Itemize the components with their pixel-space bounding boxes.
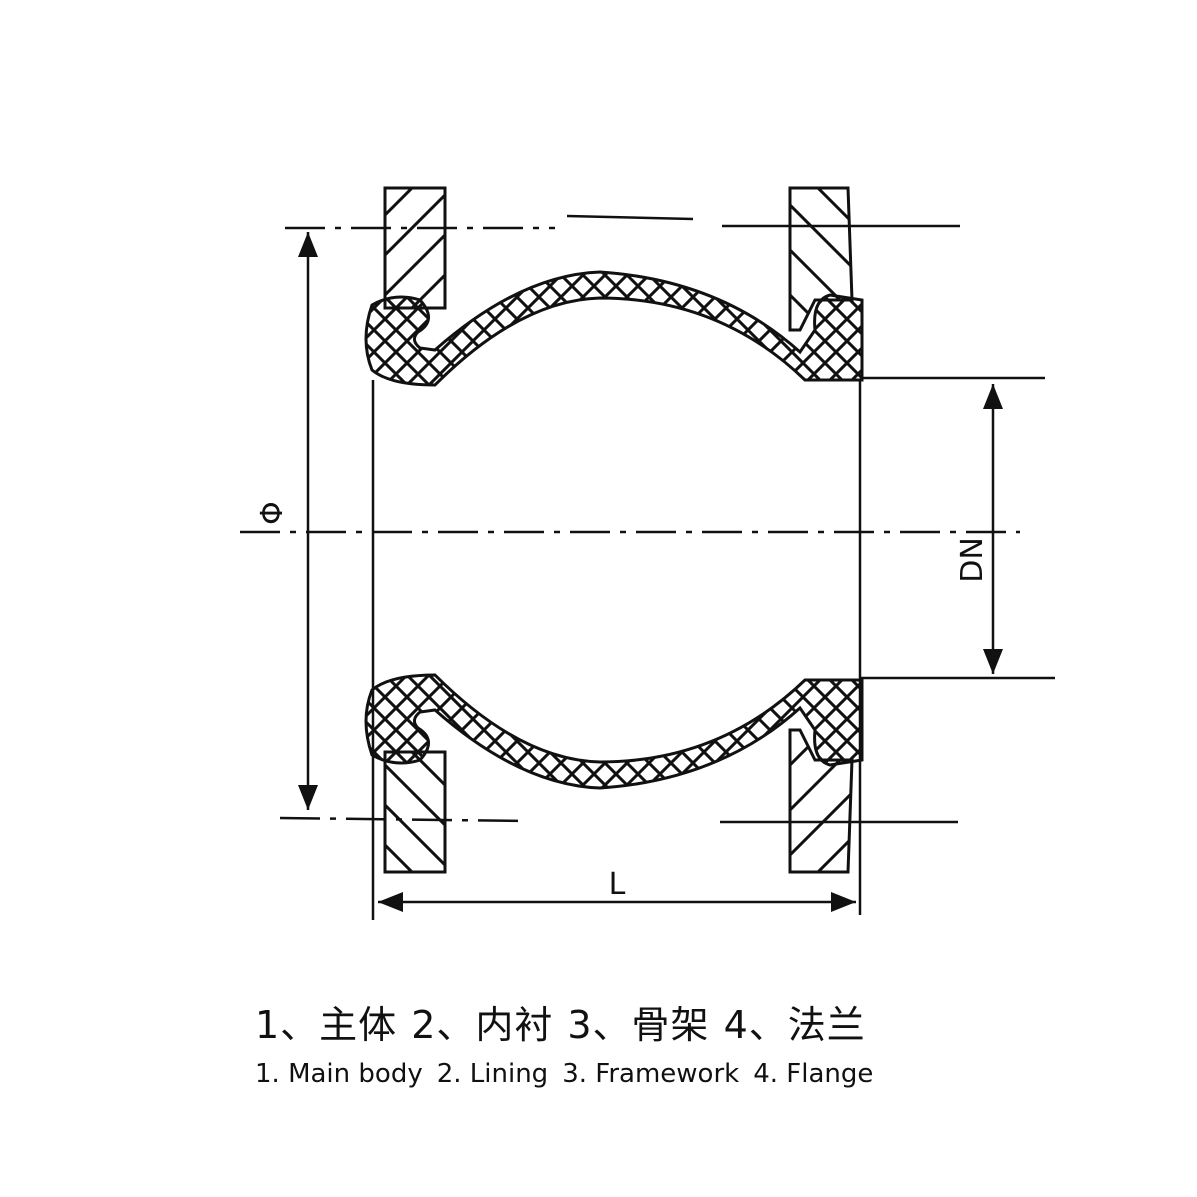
- legend-cn-item: 4、法兰: [723, 1003, 866, 1047]
- legend-cn-item: 3、骨架: [567, 1003, 710, 1047]
- dn-label: DN: [955, 537, 990, 583]
- legend-cn-item: 1、主体: [255, 1003, 398, 1047]
- phi-label: Φ: [255, 501, 290, 525]
- legend-en-item: 3. Framework: [562, 1059, 740, 1089]
- legend-cn-item: 2、内衬: [411, 1003, 554, 1047]
- legend-en-item: 1. Main body: [255, 1059, 423, 1089]
- legend-english: 1. Main body 2. Lining 3. Framework 4. Flan…: [255, 1058, 887, 1090]
- l-label: L: [609, 867, 626, 902]
- legend-en-item: 4. Flange: [753, 1059, 874, 1089]
- legend-en-item: 2. Lining: [436, 1059, 549, 1089]
- legend-chinese: 1、主体 2、内衬 3、骨架 4、法兰: [255, 1002, 880, 1048]
- lower-half: [364, 673, 864, 874]
- construction-lines: [240, 214, 1055, 920]
